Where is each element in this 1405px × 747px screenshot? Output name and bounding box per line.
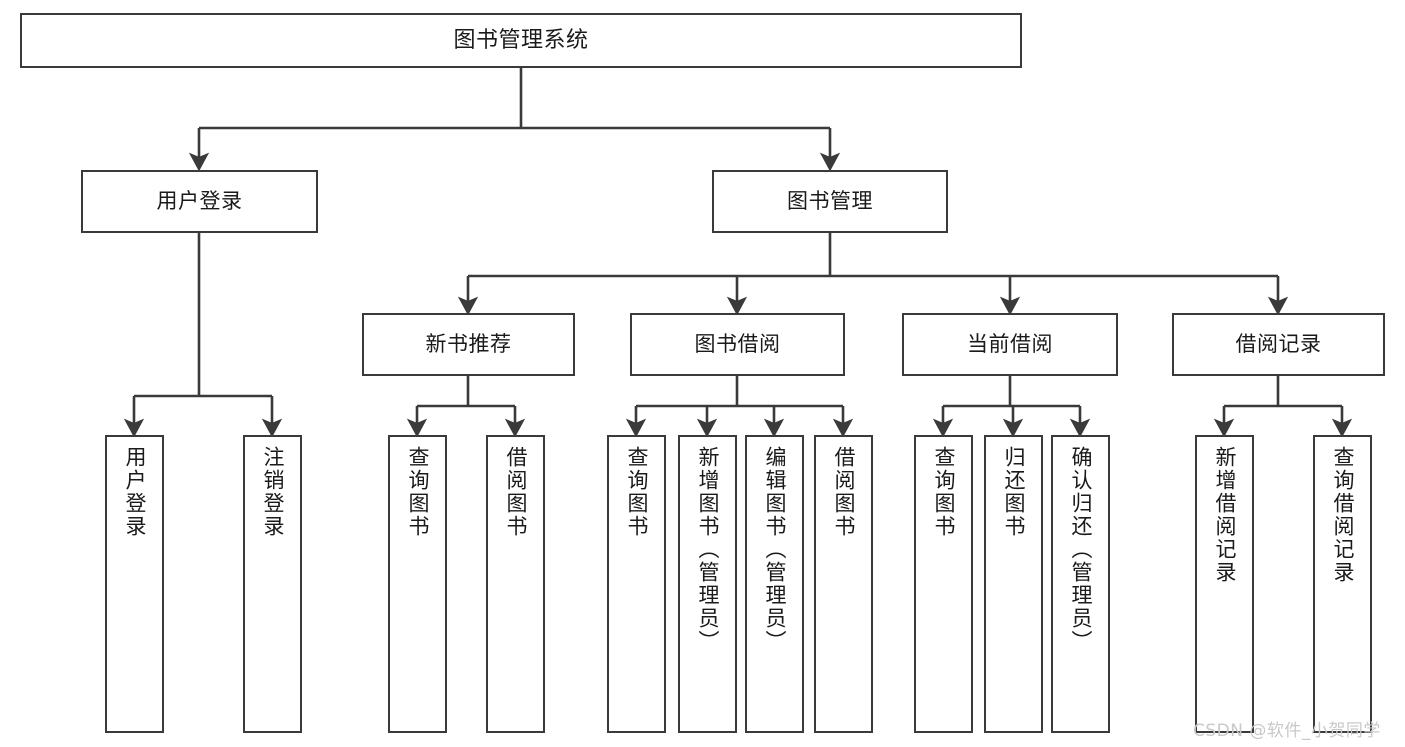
leaf-borrow-book-recommend[interactable]: 借阅图书 <box>486 435 545 733</box>
node-label: 编辑图书（管理员） <box>763 446 787 653</box>
node-new-book-recommend[interactable]: 新书推荐 <box>362 313 575 376</box>
node-label: 新书推荐 <box>425 332 512 357</box>
node-label: 归还图书 <box>1002 446 1026 538</box>
node-label: 查询借阅记录 <box>1331 446 1355 584</box>
node-label: 借阅图书 <box>504 446 528 538</box>
node-label: 图书借阅 <box>694 332 781 357</box>
node-label: 注销登录 <box>261 446 285 538</box>
node-label: 查询图书 <box>932 446 956 538</box>
node-label: 借阅图书 <box>832 446 856 538</box>
leaf-logout-login[interactable]: 注销登录 <box>243 435 302 733</box>
node-label: 用户登录 <box>123 446 147 538</box>
node-root-system[interactable]: 图书管理系统 <box>20 13 1022 68</box>
node-current-borrow[interactable]: 当前借阅 <box>902 313 1118 376</box>
leaf-return-book[interactable]: 归还图书 <box>984 435 1043 733</box>
csdn-watermark: CSDN @软件_小贺同学 <box>1193 721 1381 741</box>
node-book-borrow[interactable]: 图书借阅 <box>630 313 845 376</box>
node-label: 新增借阅记录 <box>1213 446 1237 584</box>
node-label: 图书管理 <box>787 189 873 214</box>
node-label: 用户登录 <box>156 189 243 214</box>
node-label: 图书管理系统 <box>453 27 589 53</box>
leaf-query-book-recommend[interactable]: 查询图书 <box>388 435 447 733</box>
leaf-query-book-borrow[interactable]: 查询图书 <box>607 435 666 733</box>
node-label: 查询图书 <box>406 446 430 538</box>
node-book-management[interactable]: 图书管理 <box>712 170 948 233</box>
leaf-add-borrow-record[interactable]: 新增借阅记录 <box>1195 435 1254 733</box>
leaf-confirm-return[interactable]: 确认归还（管理员） <box>1051 435 1110 733</box>
node-label: 当前借阅 <box>967 332 1053 357</box>
leaf-add-book[interactable]: 新增图书（管理员） <box>678 435 737 733</box>
node-label: 新增图书（管理员） <box>696 446 720 653</box>
node-label: 借阅记录 <box>1235 332 1322 357</box>
leaf-user-login[interactable]: 用户登录 <box>105 435 164 733</box>
node-borrow-record[interactable]: 借阅记录 <box>1172 313 1385 376</box>
leaf-query-borrow-record[interactable]: 查询借阅记录 <box>1313 435 1372 733</box>
leaf-query-book-current[interactable]: 查询图书 <box>914 435 973 733</box>
node-label: 确认归还（管理员） <box>1069 446 1093 653</box>
leaf-borrow-book[interactable]: 借阅图书 <box>814 435 873 733</box>
node-user-login[interactable]: 用户登录 <box>81 170 318 233</box>
leaf-edit-book[interactable]: 编辑图书（管理员） <box>745 435 804 733</box>
node-label: 查询图书 <box>625 446 649 538</box>
